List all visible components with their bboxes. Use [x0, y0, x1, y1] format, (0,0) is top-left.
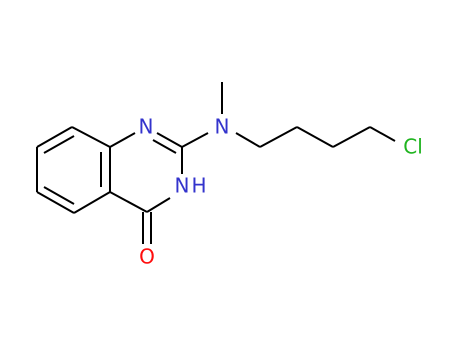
- oxygen-label: O: [139, 245, 155, 269]
- chlorine-label: Cl: [403, 135, 423, 159]
- nitrogen-n3-label: N: [175, 174, 190, 198]
- bond-chain-2: [296, 126, 334, 148]
- nitrogen-n1-label: N: [139, 115, 154, 139]
- bond-n1-c2: [156, 132, 183, 148]
- bond-c8a-n1: [109, 132, 136, 148]
- bond-n1-c2-double: [152, 139, 177, 154]
- nitrogen-n3-hydrogen-label: H: [191, 174, 206, 198]
- nitrogen-methylamino-label: N: [215, 115, 230, 139]
- bond-c2-nmethyl: [181, 132, 209, 148]
- bond-n3-c4: [146, 197, 171, 213]
- bond-benzene-1: [36, 126, 73, 148]
- bond-benzene-6: [71, 126, 111, 148]
- bond-benzene-1-inner: [43, 135, 75, 154]
- bond-chain-1: [259, 126, 298, 148]
- bond-benzene-4: [73, 191, 111, 214]
- bond-chain-cl: [369, 126, 396, 142]
- bond-nmethyl-ch2: [235, 132, 261, 148]
- bond-chain-3: [332, 126, 371, 148]
- bond-benzene-3: [36, 191, 75, 214]
- bond-c4-c4a: [109, 191, 148, 213]
- bond-benzene-3-inner: [43, 186, 75, 205]
